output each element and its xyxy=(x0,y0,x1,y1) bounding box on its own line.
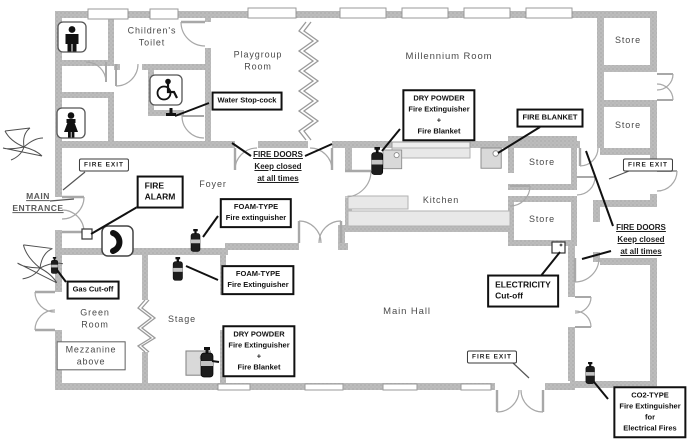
doors xyxy=(34,20,678,413)
callout-water-stopcock: Water Stop-cock xyxy=(211,91,283,111)
callout-gas-cutoff: Gas Cut-off xyxy=(66,280,120,300)
main-ent rance-sign: MAINENTRANCE xyxy=(12,191,64,213)
room-label-millennium: Millennium Room xyxy=(405,50,493,62)
electricity-cutoff-icon xyxy=(551,241,566,254)
room-label-store-3: Store xyxy=(528,157,556,168)
kitchen-counters xyxy=(347,147,511,227)
fire-alarm-point-icon xyxy=(81,228,93,240)
fire-exit-sign-1: FIRE EXIT xyxy=(78,158,130,172)
wheelchair-icon xyxy=(149,74,183,106)
fire-extinguisher-icon xyxy=(371,146,384,176)
callout-fire-blanket: FIRE BLANKET xyxy=(516,108,584,128)
fire-extinguisher-icon xyxy=(190,228,201,252)
fire-exit-sign-3: FIRE EXIT xyxy=(466,350,518,364)
leader-lines xyxy=(49,102,630,400)
room-label-store-4: Store xyxy=(528,214,556,225)
fire-blanket-icon xyxy=(382,149,403,170)
room-label-main-hall: Main Hall xyxy=(383,305,431,317)
telephone-icon xyxy=(101,225,134,257)
fire-exit-sign-2: FIRE EXIT xyxy=(622,158,674,172)
room-label-kitchen: Kitchen xyxy=(422,195,460,206)
water-stopcock-tap-icon xyxy=(166,108,176,116)
fire-extinguisher-icon xyxy=(585,361,595,384)
folding-partitions xyxy=(136,21,320,353)
room-label-foyer: Foyer xyxy=(199,179,227,190)
room-label-stage: Stage xyxy=(167,314,197,325)
male-toilet-icon xyxy=(57,21,87,53)
fire-blanket-icon xyxy=(480,147,502,169)
fire-extinguisher-icon xyxy=(172,256,183,281)
room-label-store-2: Store xyxy=(614,120,642,131)
windows xyxy=(87,7,573,391)
female-toilet-icon xyxy=(56,107,86,139)
room-label-store-1: Store xyxy=(614,35,642,46)
